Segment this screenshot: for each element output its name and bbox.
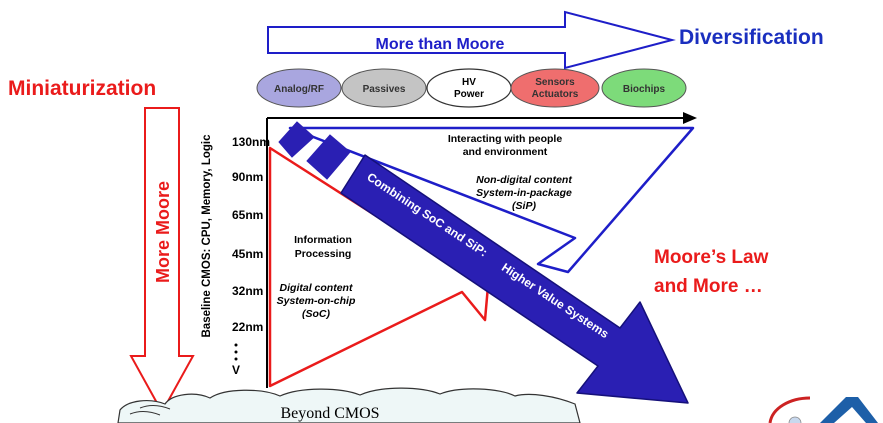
more-moore-label: More Moore	[153, 181, 173, 283]
arrow-segment-1	[278, 121, 315, 158]
ellipse-sensors-actuators	[510, 68, 600, 108]
ellipse-power-label: Power	[454, 89, 484, 100]
ellipse-biochips	[601, 68, 687, 108]
soc-line2: Processing	[295, 248, 352, 260]
soc-line5: (SoC)	[302, 308, 330, 320]
ellipse-passives-label: Passives	[363, 84, 406, 95]
sip-line3: Non-digital content	[476, 174, 572, 186]
soc-line4: System-on-chip	[277, 295, 356, 307]
node-65nm: 65nm	[232, 208, 263, 222]
arrow-body	[340, 154, 689, 404]
node-labels: 130nm 90nm 65nm 45nm 32nm 22nm V	[232, 135, 270, 377]
ellipse-actuators-label: Actuators	[532, 89, 579, 100]
node-32nm: 32nm	[232, 284, 263, 298]
sip-line5: (SiP)	[512, 200, 536, 212]
beyond-cmos-label: Beyond CMOS	[280, 405, 379, 422]
soc-triangle: Information Processing Digital content S…	[268, 146, 496, 388]
baseline-cmos-label: Baseline CMOS: CPU, Memory, Logic	[201, 134, 213, 338]
soc-line3: Digital content	[280, 282, 353, 294]
ellipse-sensors-label: Sensors	[535, 77, 575, 88]
ellipse-passives	[341, 68, 427, 108]
ellipse-analog-rf-label: Analog/RF	[274, 84, 324, 95]
ellipsis-dot	[234, 350, 238, 354]
sip-triangle: Interacting with people and environment …	[288, 126, 695, 274]
moores-law-line1: Moore’s Law	[654, 247, 769, 268]
more-moore-arrow: More Moore	[129, 107, 195, 415]
beyond-cmos-cloud: Beyond CMOS	[117, 387, 581, 423]
sip-line2: and environment	[463, 146, 548, 158]
ellipsis-dot	[234, 343, 238, 347]
node-90nm: 90nm	[232, 170, 263, 184]
arrow-segment-2	[306, 134, 351, 180]
miniaturization-label: Miniaturization	[8, 77, 156, 100]
sip-line4: System-in-package	[476, 187, 572, 199]
ellipse-biochips-label: Biochips	[623, 84, 666, 95]
moores-law-line2: and More …	[654, 276, 763, 297]
horizontal-axis-arrowhead	[683, 112, 697, 124]
soc-line1: Information	[294, 234, 352, 246]
partial-logo	[768, 396, 878, 423]
node-45nm: 45nm	[232, 247, 263, 261]
ellipsis-dot	[234, 357, 238, 361]
node-v: V	[232, 363, 240, 377]
sip-line1: Interacting with people	[448, 133, 563, 145]
ellipse-analog-rf	[256, 68, 342, 108]
diversification-label: Diversification	[679, 26, 824, 49]
more-than-moore-arrow: More than Moore	[267, 10, 676, 70]
ellipse-hv-label: HV	[462, 77, 476, 88]
node-22nm: 22nm	[232, 320, 263, 334]
ellipse-hv-power	[426, 68, 512, 108]
node-130nm: 130nm	[232, 135, 270, 149]
category-ellipses: Analog/RF Passives HV Power Sensors Actu…	[256, 68, 687, 108]
more-than-moore-label: More than Moore	[376, 36, 505, 53]
